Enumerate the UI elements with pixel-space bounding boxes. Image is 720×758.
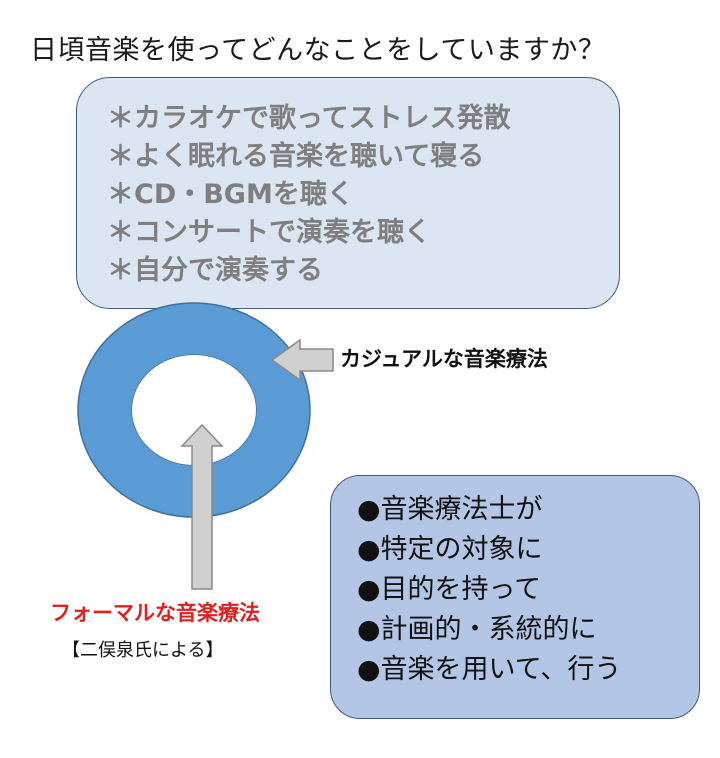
- list-item: ＊カラオケで歌ってストレス発散: [107, 103, 511, 134]
- list-item: ●音楽を用いて、行う: [357, 654, 622, 685]
- casual-therapy-label: カジュアルな音楽療法: [340, 347, 548, 371]
- formal-core: [132, 355, 256, 465]
- formal-definition-box: ●音楽療法士が ●特定の対象に ●目的を持って ●計画的・系統的に ●音楽を用い…: [330, 475, 700, 719]
- list-item: ＊よく眠れる音楽を聴いて寝る: [107, 141, 485, 172]
- formal-arrow: [180, 423, 224, 590]
- page-title: 日頃音楽を使ってどんなことをしていますか？: [30, 35, 606, 66]
- list-item: ●音楽療法士が: [357, 494, 543, 525]
- list-item: ＊CD・BGMを聴く: [107, 179, 354, 210]
- source-note: 【二俣泉氏による】: [62, 640, 224, 661]
- casual-arrow: [270, 338, 334, 382]
- casual-activities-list: ＊カラオケで歌ってストレス発散 ＊よく眠れる音楽を聴いて寝る ＊CD・BGMを聴…: [107, 100, 511, 290]
- formal-definition-list: ●音楽療法士が ●特定の対象に ●目的を持って ●計画的・系統的に ●音楽を用い…: [357, 490, 621, 690]
- list-item: ＊自分で演奏する: [107, 255, 323, 286]
- formal-therapy-label: フォーマルな音楽療法: [50, 601, 260, 625]
- list-item: ●目的を持って: [357, 574, 542, 605]
- list-item: ＊コンサートで演奏を聴く: [107, 217, 431, 248]
- list-item: ●計画的・系統的に: [357, 614, 597, 645]
- casual-activities-box: ＊カラオケで歌ってストレス発散 ＊よく眠れる音楽を聴いて寝る ＊CD・BGMを聴…: [76, 77, 620, 309]
- list-item: ●特定の対象に: [357, 534, 543, 565]
